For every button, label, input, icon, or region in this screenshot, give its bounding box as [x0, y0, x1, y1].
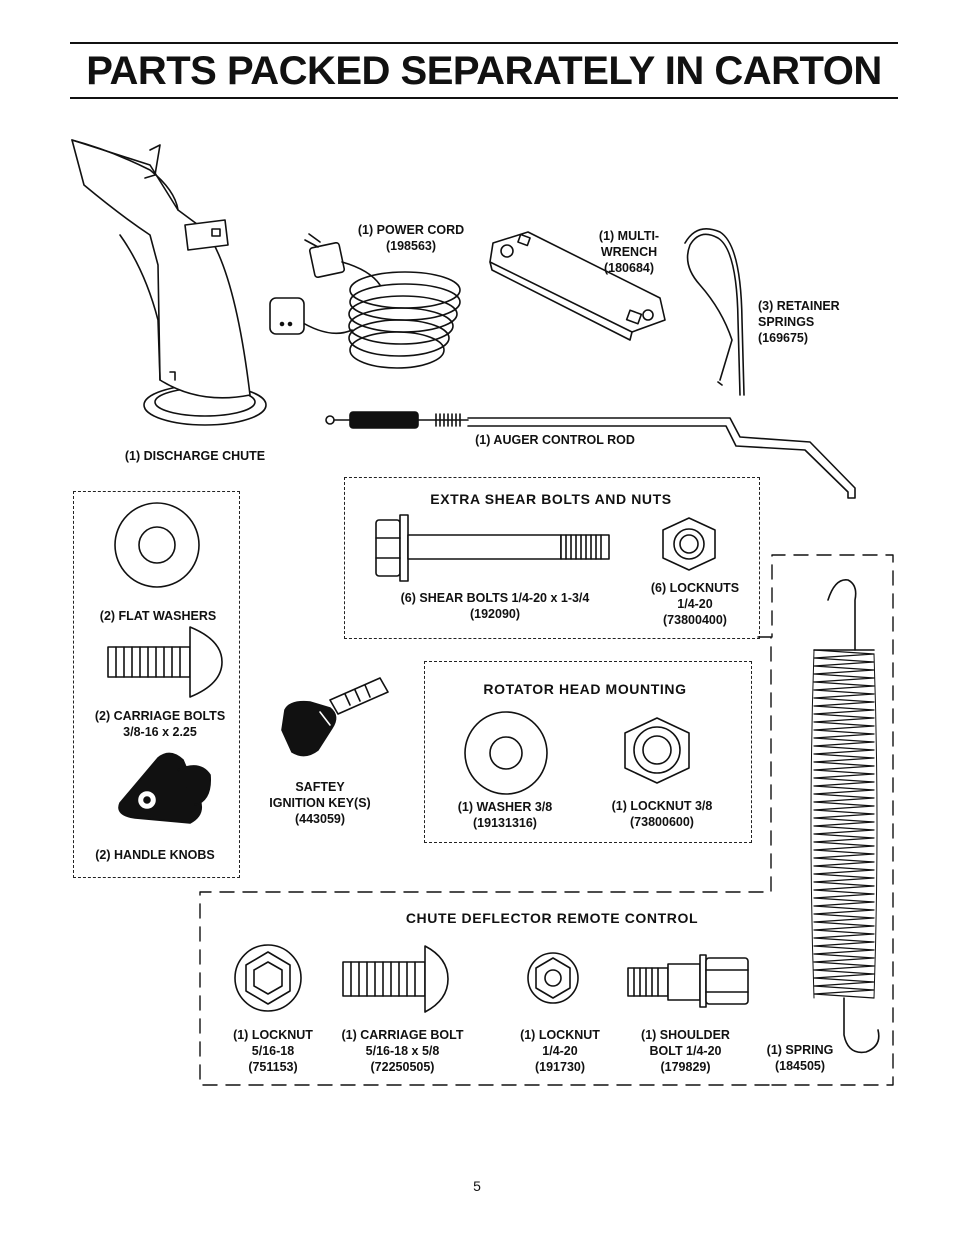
rotator-washer-icon — [464, 711, 548, 795]
chute-locknut-5-16-icon — [234, 944, 302, 1012]
chute-locknut-1-4-icon — [527, 952, 579, 1004]
title-top-rule — [70, 42, 898, 44]
flat-washer-icon — [114, 502, 200, 588]
shear-group-header: EXTRA SHEAR BOLTS AND NUTS — [430, 491, 672, 507]
shear-bolts-label: (6) SHEAR BOLTS 1/4-20 x 1-3/4(192090) — [400, 591, 590, 621]
carriage-bolt-icon — [107, 626, 223, 698]
chute-group-header: CHUTE DEFLECTOR REMOTE CONTROL — [405, 910, 699, 926]
chute-carriage-bolt-icon — [342, 945, 449, 1013]
extension-spring-icon — [810, 579, 880, 1054]
rotator-group-header: ROTATOR HEAD MOUNTING — [483, 681, 687, 697]
auger-control-rod-icon — [325, 411, 856, 499]
flat-washers-label: (2) FLAT WASHERS — [99, 609, 217, 623]
rotator-head-box — [424, 661, 752, 843]
left-parts-box — [73, 491, 240, 878]
discharge-chute-icon — [71, 139, 267, 426]
power-cord-icon — [269, 233, 461, 369]
rotator-washer-label: (1) WASHER 3/8(19131316) — [457, 800, 553, 830]
rotator-locknut-icon — [624, 717, 690, 784]
page-title: PARTS PACKED SEPARATELY IN CARTON — [86, 49, 882, 93]
spring-group-outline — [771, 554, 894, 1086]
retainer-spring-icon — [684, 228, 745, 396]
auger-control-rod-label: (1) AUGER CONTROL ROD — [475, 433, 635, 447]
power-cord-label: (1) POWER CORD(198563) — [357, 223, 465, 253]
title-bottom-rule — [70, 97, 898, 99]
middle-group-outline — [199, 636, 773, 1086]
shear-bolts-box — [344, 477, 760, 639]
multi-wrench-icon — [489, 231, 666, 341]
handle-knobs-label: (2) HANDLE KNOBS — [95, 848, 215, 862]
discharge-chute-label: (1) DISCHARGE CHUTE — [124, 449, 266, 463]
ignition-key-icon — [281, 677, 389, 757]
handle-knob-icon — [118, 752, 212, 824]
multi-wrench-label: (1) MULTI-WRENCH(180684) — [598, 229, 660, 275]
shoulder-bolt-icon — [627, 954, 749, 1008]
shear-bolt-icon — [375, 514, 610, 582]
shear-locknut-icon — [662, 517, 716, 571]
spring-label: (1) SPRING(184505) — [766, 1043, 834, 1073]
page-number: 5 — [473, 1178, 481, 1194]
spring-coils — [813, 649, 875, 999]
rotator-locknut-label: (1) LOCKNUT 3/8(73800600) — [611, 799, 713, 829]
